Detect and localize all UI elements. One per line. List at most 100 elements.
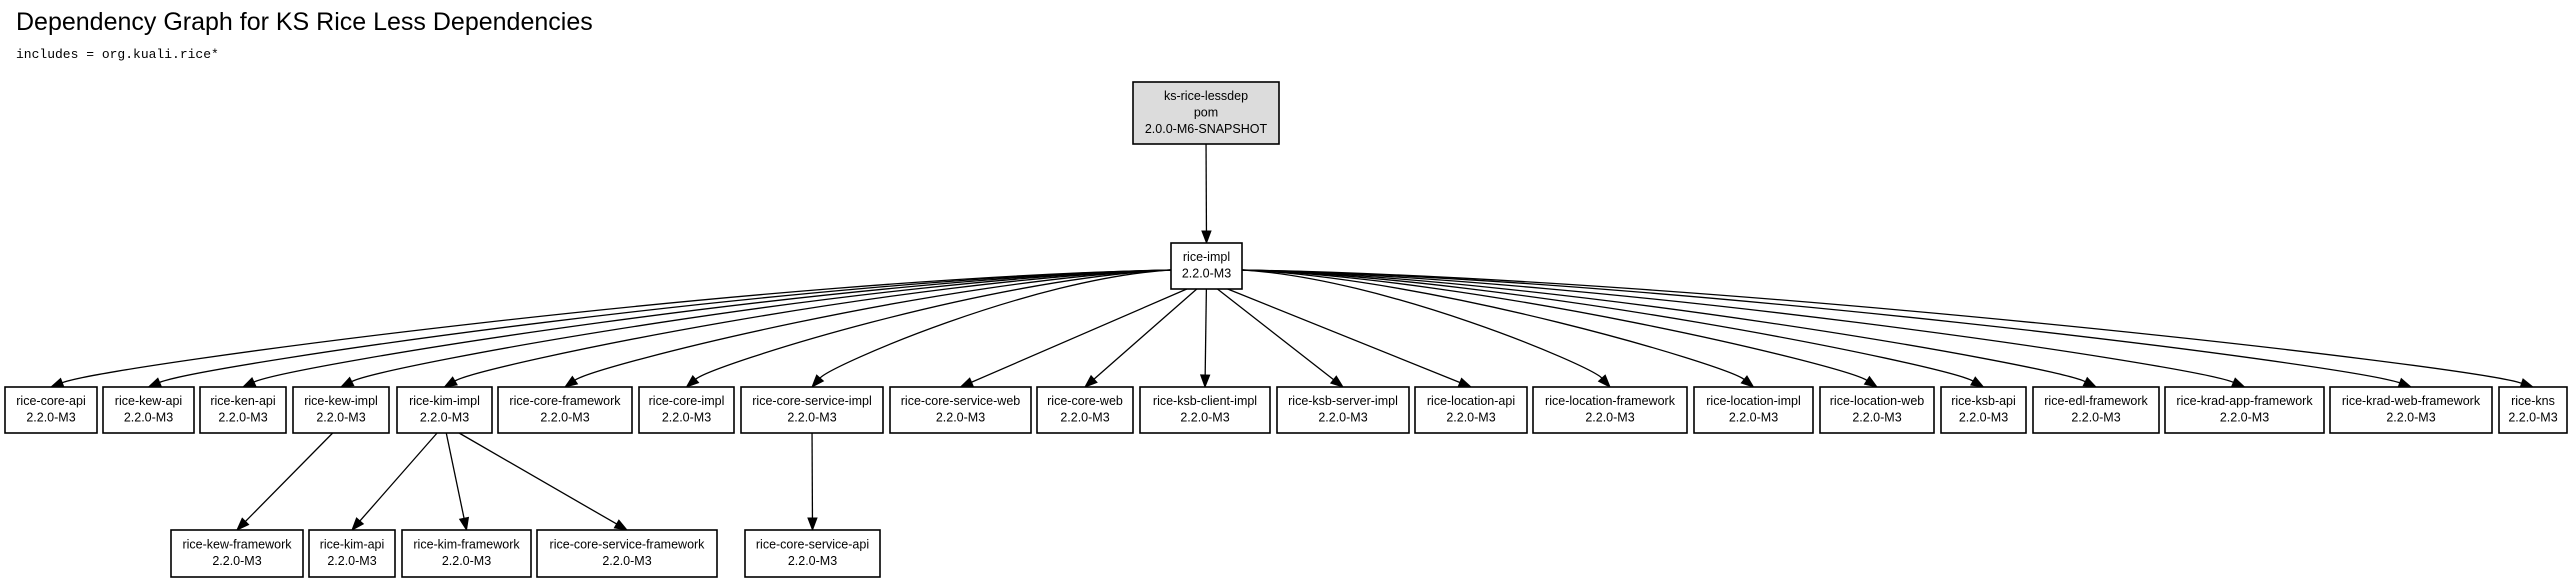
edge-line [159,269,1172,383]
node-label: rice-core-service-impl [752,394,871,408]
node-detail: 2.2.0-M3 [1180,411,1229,425]
edge-arrowhead [2397,377,2413,388]
edge-rice-impl-to-rice-location-api [1227,288,1473,388]
edge-arrowhead [241,377,257,388]
node-box [1532,386,1688,434]
edge-arrowhead [1457,377,1473,388]
node-label: rice-krad-web-framework [2342,394,2481,408]
node-label: rice-krad-app-framework [2176,394,2313,408]
edge-rice-impl-to-rice-ken-api [241,269,1172,388]
node-label: rice-kew-impl [304,394,378,408]
edge-line [253,269,1172,383]
node-label: rice-ksb-api [1951,394,2016,408]
edge-line [1241,269,2086,383]
edge-rice-impl-to-rice-core-framework [563,269,1172,388]
node-rice-core-impl: rice-core-impl 2.2.0-M3 [638,386,735,434]
node-label: rice-location-framework [1545,394,1676,408]
node-box [1414,386,1528,434]
edge-rice-impl-to-rice-ksb-client-impl [1199,288,1211,389]
edge-arrowhead [1201,230,1212,245]
node-detail: 2.2.0-M3 [602,554,651,568]
edge-rice-impl-to-rice-location-web [1241,269,1879,388]
node-rice-krad-app-framework: rice-krad-app-framework 2.2.0-M3 [2164,386,2325,434]
node-detail: 2.2.0-M3 [540,411,589,425]
edge-rice-impl-to-rice-core-service-web [959,288,1188,388]
edge-arrowhead [811,374,825,389]
node-label: rice-core-api [16,394,85,408]
edge-line [454,269,1172,382]
node-detail: 2.2.0-M3 [1585,411,1634,425]
node-label: rice-location-web [1830,394,1925,408]
node-label: rice-ksb-server-impl [1288,394,1398,408]
node-detail: 2.2.0-M3 [442,554,491,568]
node-label: ks-rice-lessdep [1164,89,1248,103]
edge-rice-impl-to-rice-krad-app-framework [1241,269,2246,388]
node-label: rice-kim-impl [409,394,480,408]
node-box [396,386,493,434]
node-label: rice-kew-framework [182,538,292,552]
node-detail: 2.2.0-M3 [662,411,711,425]
edge-line [1241,269,2400,384]
edge-rice-kim-impl-to-rice-kim-api [351,432,438,532]
node-label: rice-core-service-web [901,394,1021,408]
node-box [497,386,633,434]
node-detail: 2.2.0-M3 [1060,411,1109,425]
node-box [1693,386,1814,434]
edge-line [61,269,1172,384]
edge-rice-impl-to-rice-core-service-impl [811,269,1172,389]
node-rice-location-web: rice-location-web 2.2.0-M3 [1819,386,1935,434]
edge-rice-impl-to-rice-kns [1241,269,2535,389]
node-box [638,386,735,434]
edge-line [1241,269,1745,380]
node-box [740,386,884,434]
edge-arrowhead [563,375,579,388]
node-label: rice-core-framework [509,394,621,408]
edge-arrowhead [1199,374,1211,389]
node-label: rice-location-impl [1706,394,1800,408]
node-rice-core-service-web: rice-core-service-web 2.2.0-M3 [889,386,1032,434]
edge-arrowhead [1597,374,1611,389]
edge-rice-kim-impl-to-rice-kim-framework [445,432,470,532]
node-box [4,386,98,434]
node-box [889,386,1032,434]
node-label: rice-core-impl [649,394,725,408]
node-box [1036,386,1134,434]
node-box [102,386,195,434]
node-detail: 2.2.0-M3 [936,411,985,425]
node-detail: 2.2.0-M3 [2220,411,2269,425]
edge-rice-impl-to-rice-edl-framework [1241,269,2098,388]
edge-line [1227,288,1461,384]
node-box [308,529,396,578]
edge-rice-impl-to-rice-core-impl [685,269,1172,388]
nodes-layer: ks-rice-lessdeppom2.0.0-M6-SNAPSHOTrice-… [4,81,2568,578]
node-detail: 2.2.0-M3 [1182,267,1231,281]
node-box [536,529,718,578]
node-detail: 2.2.0-M3 [2071,411,2120,425]
edge-arrowhead [147,377,163,388]
edge-arrowhead [1863,375,1879,388]
edge-rice-kim-impl-to-rice-core-service-framework [458,432,629,531]
edge-arrowhead [2082,376,2098,388]
edge-rice-impl-to-rice-ksb-server-impl [1217,288,1345,388]
node-detail: 2.2.0-M3 [1852,411,1901,425]
node-box [1170,242,1243,290]
node-label: rice-impl [1183,250,1230,264]
edge-rice-impl-to-rice-kew-impl [339,269,1172,388]
edge-rice-impl-to-rice-kim-impl [443,269,1172,388]
edge-line [1217,288,1334,381]
edge-line [1241,269,2522,384]
edge-arrowhead [443,376,458,388]
edge-arrowhead [2230,377,2246,388]
node-label: rice-kim-api [320,538,385,552]
